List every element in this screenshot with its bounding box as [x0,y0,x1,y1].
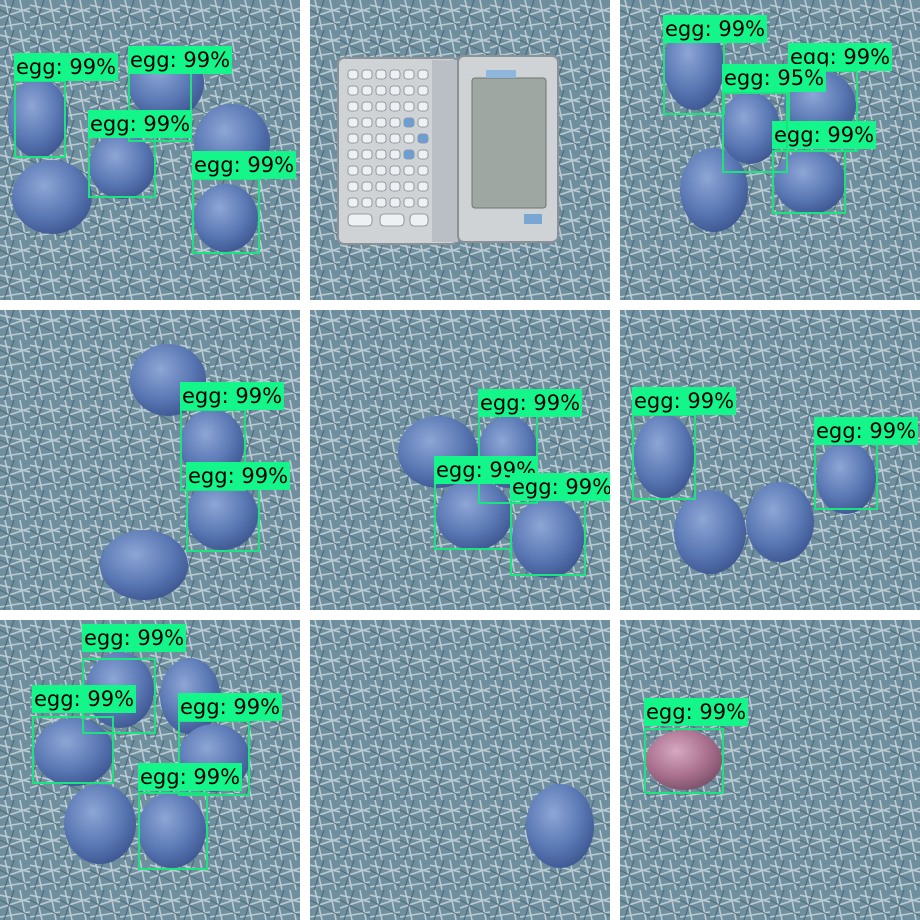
nest-photo [310,620,610,920]
detection-box [510,498,586,576]
detection-box [138,792,208,870]
detection-label: egg: 99% [772,121,877,149]
egg [8,78,68,158]
egg [64,784,136,864]
tile-3: egg: 99% egg: 99% egg: 99% egg: 95% [620,0,920,300]
detection-box [14,80,66,158]
detection-box [772,150,846,214]
detection-label: egg: 99% [32,685,137,713]
detection-box [178,720,250,796]
egg [526,784,594,868]
egg [436,480,512,550]
nest-photo [310,310,610,610]
detection-label: egg: 99% [663,15,768,43]
tile-6: egg: 99% egg: 99% [620,310,920,610]
nest-photo [0,310,300,610]
egg [634,414,694,498]
egg [194,184,258,252]
egg [12,160,92,234]
tile-8 [310,620,610,920]
detection-label: egg: 99% [88,110,193,138]
detection-label: egg: 99% [478,389,583,417]
detection-label: egg: 99% [138,763,243,791]
detection-box [722,92,788,173]
detection-label: egg: 99% [186,462,291,490]
detection-label: egg: 99% [814,417,919,445]
detection-label: egg: 99% [510,473,610,501]
tile-5: egg: 99% egg: 99% egg: 99% [310,310,610,610]
tile-1: egg: 99% egg: 99% egg: 99% egg: 99% [0,0,300,300]
egg [34,718,114,786]
detection-box [186,486,260,552]
egg [89,133,155,199]
detection-box [632,414,696,500]
egg [100,530,188,600]
egg [138,792,206,868]
detection-label: egg: 99% [644,698,749,726]
egg [680,148,748,232]
electronic-dictionary [337,55,559,245]
detection-box [644,728,724,794]
egg [774,150,846,214]
detection-box [180,409,246,491]
detection-box [663,40,725,115]
detection-label: egg: 95% [722,64,827,92]
detection-box [32,716,114,784]
nest-photo [620,620,920,920]
egg [512,498,584,578]
egg [746,482,814,562]
detection-box [88,135,156,198]
detection-label: egg: 99% [82,624,187,652]
egg [720,92,780,164]
detection-label: egg: 99% [128,46,233,74]
tile-4: egg: 99% egg: 99% [0,310,300,610]
nest-photo [620,310,920,610]
detection-label: egg: 99% [178,693,283,721]
egg [664,22,724,110]
egg [674,490,746,574]
egg [186,480,258,550]
tile-9: egg: 99% [620,620,920,920]
detection-box [434,482,512,550]
detection-label: egg: 99% [632,387,737,415]
tile-7: egg: 99% egg: 99% egg: 99% egg: 99% [0,620,300,920]
detection-box [192,178,260,254]
detection-label: egg: 99% [192,151,297,179]
detection-label: egg: 99% [180,382,285,410]
egg [646,730,722,790]
tile-2 [310,0,610,300]
egg [816,442,876,514]
detection-box [814,440,878,510]
detection-label: egg: 99% [14,53,119,81]
dictionary-photo [310,0,610,300]
